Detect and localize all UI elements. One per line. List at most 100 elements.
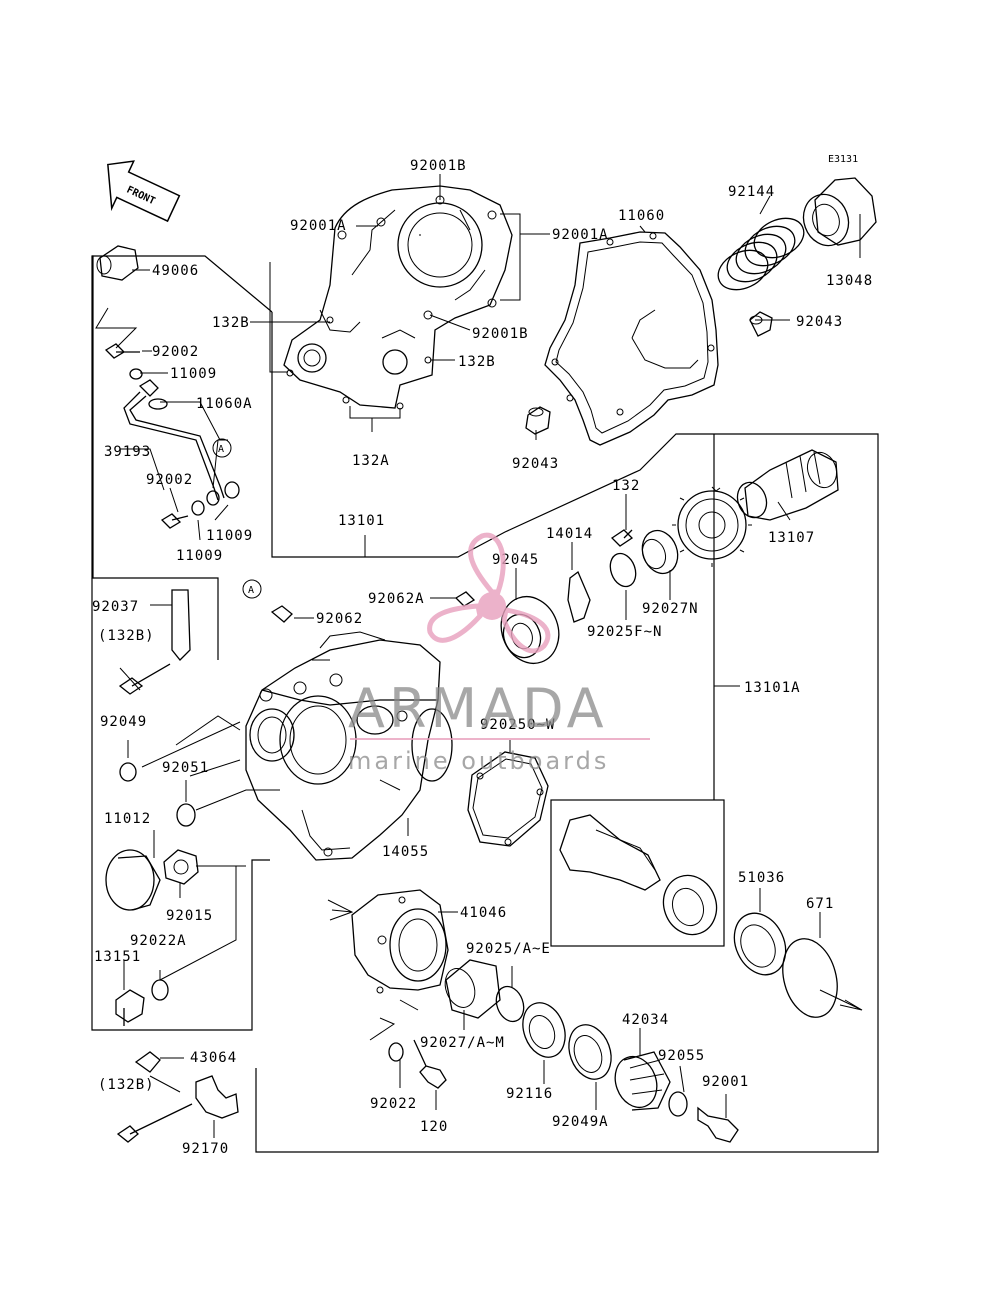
bolt-120-part (413, 1039, 447, 1089)
switch-13151-part (115, 989, 145, 1026)
part-label: 92116 (506, 1086, 553, 1102)
washer-92022-part (388, 1042, 404, 1062)
part-label: 92045 (492, 552, 539, 568)
hose-39193-part (123, 391, 225, 501)
part-label: (132B) (98, 1077, 155, 1093)
race-92027-part (444, 959, 501, 1019)
part-label: 92001A (290, 218, 347, 234)
part-label: 92062A (368, 591, 425, 607)
part-label: 92043 (796, 314, 843, 330)
part-label: 92027/A~M (420, 1035, 505, 1051)
part-label: 13048 (826, 273, 873, 289)
part-label: 11009 (206, 528, 253, 544)
part-label: 92002 (152, 344, 199, 360)
part-label: 41046 (460, 905, 507, 921)
o-ring-92055-part (668, 1091, 688, 1117)
shim-92025f-part (609, 552, 637, 588)
part-label: 92027N (642, 601, 699, 617)
washer-icon (224, 481, 240, 499)
coupling-42034-part (614, 1051, 671, 1111)
part-label: 51036 (738, 870, 785, 886)
part-label: 14055 (382, 844, 429, 860)
part-label: 42034 (622, 1012, 669, 1028)
washer-icon (191, 500, 205, 516)
bolt-132b-part (118, 663, 171, 695)
washer-92051-part (176, 803, 196, 827)
part-label: 92001B (410, 158, 467, 174)
part-label: 39193 (104, 444, 151, 460)
washer-92049-part (119, 762, 137, 782)
part-label: 92037 (92, 599, 139, 615)
part-label: 92144 (728, 184, 775, 200)
bearing-51036-part (733, 912, 787, 976)
dowel-pin-part (525, 311, 773, 435)
plug-92062a-part (454, 591, 476, 607)
part-label: 92062 (316, 611, 363, 627)
race-92027n-part (641, 529, 679, 575)
watermark-brand: ARMADA (348, 677, 608, 740)
part-label: 92025F~N (587, 624, 662, 640)
o-ring-92022a-part (151, 979, 169, 1001)
callout-a-lower: A (242, 579, 262, 599)
housing-41046-part (351, 889, 449, 994)
part-label: 14014 (546, 526, 593, 542)
arrow-icon (819, 989, 863, 1011)
diagram-code: E3131 (828, 154, 858, 165)
part-label: 132A (352, 453, 390, 469)
part-label: 92170 (182, 1141, 229, 1157)
pinion-gear-frame (550, 799, 725, 947)
shaft-13107-part (736, 449, 839, 521)
part-label: 49006 (152, 263, 199, 279)
part-label: 92043 (512, 456, 559, 472)
watermark: ARMADA marine outboards (348, 532, 650, 775)
part-label: 43064 (190, 1050, 237, 1066)
part-label: 92001 (702, 1074, 749, 1090)
bolt-lower-92002-part (160, 513, 189, 529)
part-label: 11009 (176, 548, 223, 564)
part-label: 92015 (166, 908, 213, 924)
leader-lines (95, 174, 861, 1138)
gear-case-part (245, 631, 453, 861)
part-label: 920250~W (480, 717, 555, 733)
part-label: (132B) (98, 628, 155, 644)
bearing-92116-part (522, 1002, 566, 1058)
part-label: 11060A (196, 396, 253, 412)
part-label: 92049 (100, 714, 147, 730)
part-label: 13101A (744, 680, 801, 696)
part-label: 92055 (658, 1048, 705, 1064)
svg-text:A: A (248, 585, 254, 596)
switch-part (96, 245, 139, 281)
bolt-132b-lower-part (116, 1103, 193, 1143)
bolt-92001-part (697, 1106, 739, 1143)
nut-92015-part (163, 849, 199, 885)
part-label: 132B (212, 315, 250, 331)
part-label: 132 (612, 478, 640, 494)
plate-14014-part (567, 570, 591, 623)
gasket-round-part (467, 751, 549, 847)
arrow-icon (327, 899, 354, 921)
part-label: 92001A (552, 227, 609, 243)
seal-92049a-part (568, 1024, 612, 1080)
washer-icon (206, 490, 220, 506)
spring-part (717, 217, 805, 291)
part-label: 11009 (170, 366, 217, 382)
shim-92025-part (495, 985, 525, 1023)
part-label: 671 (806, 896, 834, 912)
part-label: 92049A (552, 1114, 609, 1130)
watermark-tagline: marine outboards (348, 747, 609, 775)
part-label: 132B (458, 354, 496, 370)
cover-part (283, 185, 513, 410)
part-label: 92051 (162, 760, 209, 776)
gear-part (672, 486, 752, 567)
part-label: 92001B (472, 326, 529, 342)
fitting-11060a-part (138, 379, 168, 410)
front-arrow-icon: FRONT (107, 160, 181, 223)
pinion-gear-part (559, 814, 718, 936)
propeller-logo-icon (427, 532, 551, 654)
part-labels: 92001B 92001A 92001A 92001B 132B 132B 13… (92, 158, 873, 1157)
part-label: 11012 (104, 811, 151, 827)
part-label: 13151 (94, 949, 141, 965)
bracket-92037-part (171, 589, 191, 661)
bolt-92002-part (104, 343, 140, 359)
